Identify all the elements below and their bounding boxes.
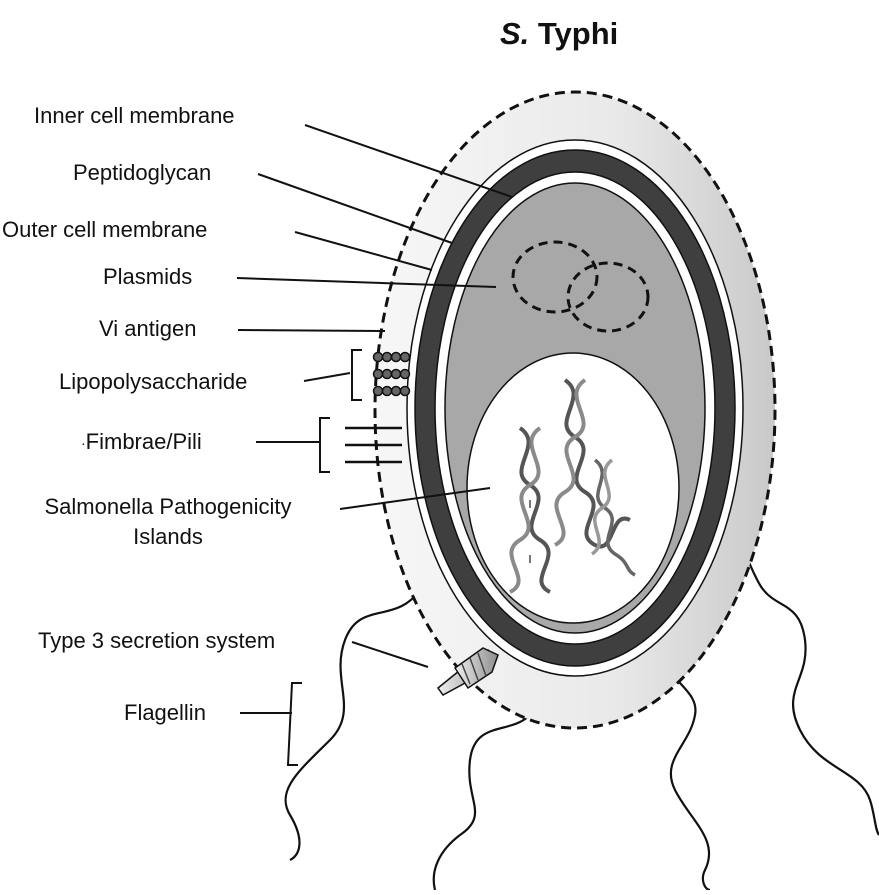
label-peptidoglycan: Peptidoglycan [73, 160, 211, 186]
title-italic: S. [500, 16, 529, 51]
leader-vi-antigen [238, 330, 385, 331]
label-plasmids: Plasmids [103, 264, 192, 290]
label-spi: Salmonella Pathogenicity Islands [12, 494, 324, 550]
label-spi-line1: Salmonella Pathogenicity [12, 494, 324, 520]
label-flagellin: Flagellin [124, 700, 206, 726]
diagram-title: S. Typhi [500, 16, 618, 52]
label-inner-membrane: Inner cell membrane [34, 103, 235, 129]
leader-lps [304, 373, 350, 381]
brackets [288, 350, 362, 765]
label-t3ss: Type 3 secretion system [38, 628, 275, 654]
label-fimbrae: ·Fimbrae/Pili [81, 429, 202, 456]
title-rest: Typhi [538, 16, 618, 51]
label-lipopolysaccharide: Lipopolysaccharide [59, 369, 247, 395]
fimbrae-bracket [320, 418, 330, 472]
label-outer-membrane: Outer cell membrane [2, 217, 207, 243]
lps-bracket [352, 350, 362, 400]
leader-t3ss [352, 642, 428, 667]
label-spi-line2: Islands [12, 524, 324, 550]
lipopolysaccharide-beads [374, 353, 410, 396]
label-fimbrae-text: Fimbrae/Pili [86, 429, 202, 454]
label-vi-antigen: Vi antigen [99, 316, 196, 342]
flagellin-bracket [288, 683, 302, 765]
